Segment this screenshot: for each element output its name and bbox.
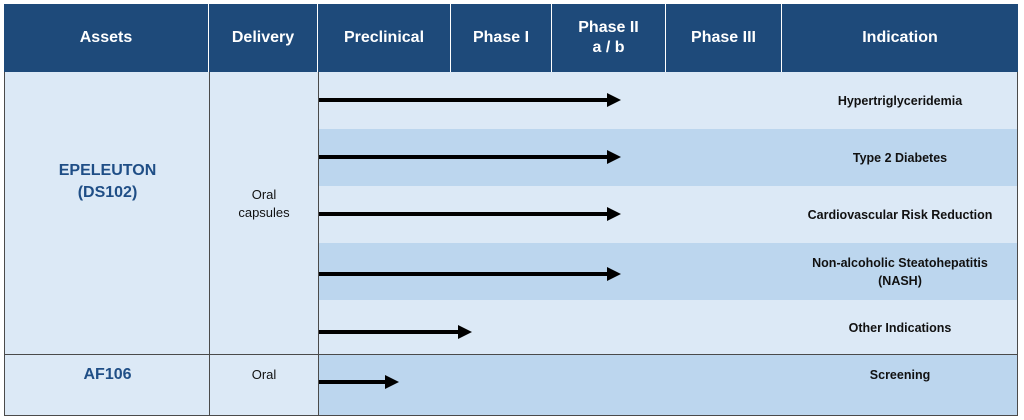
- indication-label: Non-alcoholic Steatohepatitis (NASH): [812, 255, 988, 288]
- header-indication: Indication: [862, 29, 938, 46]
- progress-arrow: [319, 93, 622, 107]
- asset-name-epeleuton: EPELEUTON (DS102): [58, 162, 157, 201]
- indication-label: Screening: [869, 368, 931, 382]
- column-divider: [318, 72, 319, 415]
- column-divider: [209, 72, 210, 415]
- asset-divider: [5, 354, 1017, 355]
- table-header: Assets Delivery Preclinical Phase I Phas…: [4, 4, 1018, 72]
- indication-label: Type 2 Diabetes: [852, 150, 948, 165]
- delivery-epeleuton: Oral capsules: [238, 187, 290, 220]
- header-assets: Assets: [4, 4, 209, 72]
- row-band: [319, 355, 1017, 415]
- row-band: [319, 243, 1017, 300]
- progress-arrow: [319, 150, 622, 164]
- indication-label: Hypertriglyceridemia: [837, 93, 963, 108]
- progress-arrow: [319, 325, 473, 339]
- asset-name-af106: AF106: [83, 366, 132, 383]
- header-delivery: Delivery: [209, 4, 318, 72]
- header-phase-1: Phase I: [451, 4, 552, 72]
- indication-label: Cardiovascular Risk Reduction: [807, 207, 993, 222]
- indication-label: Other Indications: [848, 320, 952, 335]
- delivery-af106: Oral: [251, 367, 277, 382]
- progress-arrow: [319, 267, 622, 281]
- row-band: [319, 300, 1017, 355]
- progress-arrow: [319, 375, 399, 389]
- header-phase-3: Phase III: [666, 4, 782, 72]
- header-preclinical: Preclinical: [318, 4, 451, 72]
- progress-arrow: [319, 207, 622, 221]
- header-phase-2: Phase II a / b: [552, 4, 666, 72]
- table-body: EPELEUTON (DS102) AF106 Oral capsules Or…: [4, 72, 1018, 416]
